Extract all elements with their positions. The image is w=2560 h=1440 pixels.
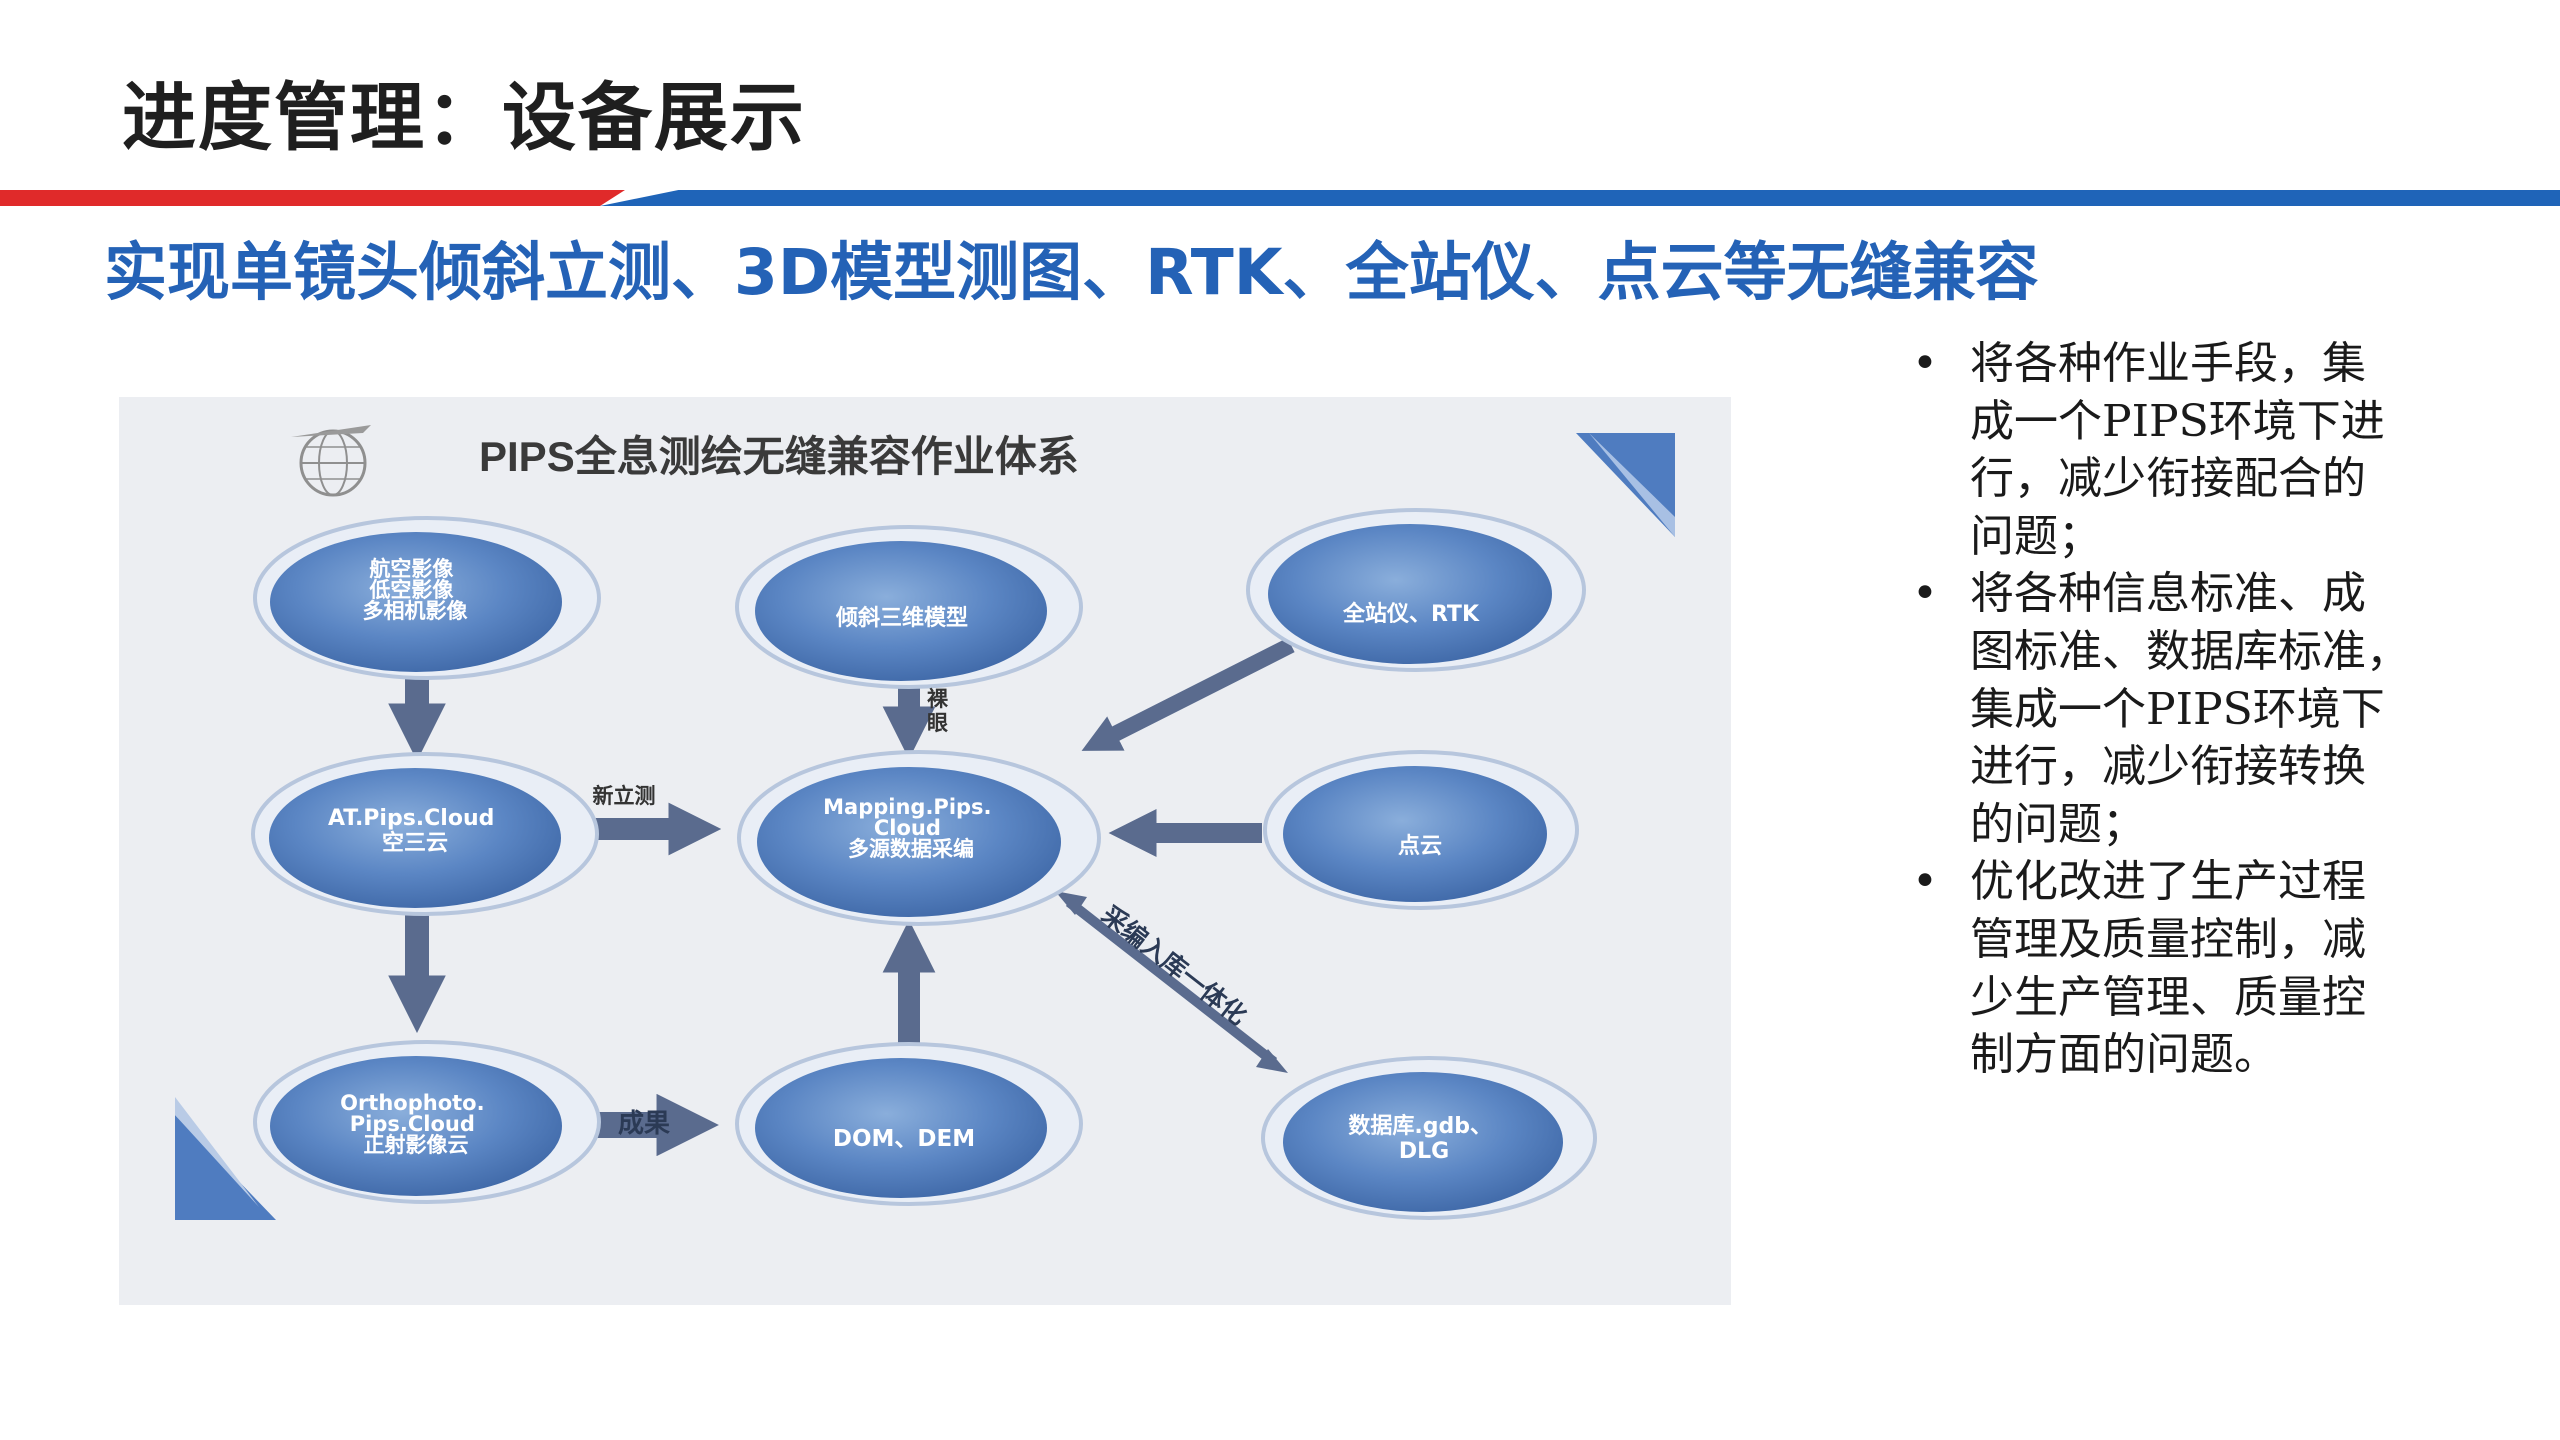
svg-text:Mapping.Pips. Cloud: Mapping.Pips. Cloud 多源数据采编: [823, 795, 999, 861]
node-ortho-line3: 正射影像云: [364, 1133, 469, 1157]
page-subtitle: 实现单镜头倾斜立测、3D模型测图、RTK、全站仪、点云等无缝兼容: [104, 236, 2039, 309]
node-dom-dem: DOM、DEM: [735, 1042, 1083, 1206]
node-database-line2: DLG: [1399, 1139, 1449, 1164]
arrow-station-to-mapping: [1081, 637, 1295, 751]
bullet-item: • 将各种信息标准、成 图标准、数据库标准， 集成一个PIPS环境下 进行，减少…: [1900, 565, 2460, 853]
header-divider-blue: [600, 190, 2560, 206]
node-mapping-pips-cloud: Mapping.Pips. Cloud 多源数据采编: [737, 750, 1101, 926]
diagram-title: PIPS全息测绘无缝兼容作业体系: [479, 433, 1079, 480]
bullet-line: 管理及质量控制，减: [1970, 913, 2366, 965]
label-naked-eye-1: 裸: [927, 687, 949, 711]
bullet-item: • 将各种作业手段，集 成一个PIPS环境下进 行，减少衔接配合的 问题；: [1900, 335, 2460, 565]
node-domdem-label: DOM、DEM: [833, 1126, 975, 1152]
svg-text:Orthophoto. Pips.Cloud: Orthophoto. Pips.Cloud 正射影像云: [340, 1091, 492, 1157]
node-database-dlg: 数据库.gdb、 DLG: [1261, 1056, 1597, 1220]
bullet-line: 制方面的问题。: [1970, 1029, 2278, 1081]
node-aerial-imagery: 航空影像 低空影像 多相机影像: [253, 516, 601, 680]
bullet-line: 集成一个PIPS环境下: [1970, 683, 2385, 735]
node-mapping-line1: Mapping.Pips.: [823, 795, 991, 819]
node-orthophoto-cloud: Orthophoto. Pips.Cloud 正射影像云: [253, 1040, 601, 1204]
label-new-stereo: 新立测: [593, 784, 656, 808]
bullet-line: 图标准、数据库标准，: [1970, 625, 2410, 677]
bullet-line: 成一个PIPS环境下进: [1970, 395, 2385, 447]
node-aerial-line2: 低空影像: [368, 578, 454, 602]
bullet-line: 将各种信息标准、成: [1970, 568, 2366, 620]
globe-logo-icon: [291, 425, 371, 497]
node-mapping-line2: Cloud: [874, 816, 941, 840]
bullet-line: 少生产管理、质量控: [1970, 971, 2366, 1023]
header-divider: [0, 190, 2560, 206]
bullet-marker: •: [1912, 856, 1938, 908]
node-aerial-line1: 航空影像: [369, 557, 454, 581]
workflow-diagram: PIPS全息测绘无缝兼容作业体系 航空影像 低空影像 多相机影像: [119, 397, 1731, 1305]
bullet-line: 问题；: [1970, 510, 2102, 562]
node-total-station-rtk: 全站仪、RTK: [1246, 508, 1586, 672]
corner-triangle-top-right: [1576, 433, 1675, 537]
page-title: 进度管理：设备展示: [122, 75, 806, 161]
bullet-list: • 将各种作业手段，集 成一个PIPS环境下进 行，减少衔接配合的 问题； • …: [1900, 335, 2460, 1084]
node-oblique-3d-model: 倾斜三维模型: [735, 525, 1083, 689]
corner-triangle-top-right-light: [1589, 433, 1675, 537]
arrow-mapping-database-bidirectional: [1055, 891, 1288, 1073]
node-at-line2: 空三云: [382, 830, 448, 856]
svg-text:数据库.gdb、 DLG: 数据库.gdb、 DLG: [1348, 1113, 1499, 1164]
label-result: 成果: [618, 1109, 670, 1139]
node-station-label: 全站仪、RTK: [1342, 601, 1480, 627]
node-database-line1: 数据库.gdb、: [1348, 1113, 1492, 1139]
svg-text:AT.Pips.Cloud 空三云: AT.Pips.Cloud 空三云: [328, 806, 502, 856]
node-pointcloud-label: 点云: [1398, 833, 1442, 859]
bullet-marker: •: [1912, 568, 1938, 620]
bullet-line: 将各种作业手段，集: [1970, 338, 2366, 389]
label-naked-eye: 裸 眼: [927, 687, 955, 735]
svg-text:航空影像 低空影像 多相机影像: 航空影像 低空影像 多相机影像: [363, 557, 469, 623]
header-divider-red: [0, 190, 625, 206]
bullet-line: 行，减少衔接配合的: [1970, 453, 2366, 505]
node-oblique-label: 倾斜三维模型: [835, 605, 968, 631]
bullet-marker: •: [1912, 338, 1938, 389]
node-ortho-line1: Orthophoto.: [340, 1091, 484, 1115]
label-naked-eye-2: 眼: [927, 711, 948, 735]
bullet-item: • 优化改进了生产过程 管理及质量控制，减 少生产管理、质量控 制方面的问题。: [1900, 853, 2460, 1083]
node-point-cloud: 点云: [1263, 750, 1579, 910]
node-at-line1: AT.Pips.Cloud: [328, 806, 494, 831]
node-at-pips-cloud: AT.Pips.Cloud 空三云: [251, 752, 599, 916]
node-aerial-line3: 多相机影像: [363, 599, 469, 623]
corner-triangle-bottom-left-light: [175, 1097, 259, 1207]
node-mapping-line3: 多源数据采编: [848, 837, 974, 861]
node-ortho-line2: Pips.Cloud: [350, 1112, 475, 1136]
bullet-line: 进行，减少衔接转换: [1970, 741, 2366, 793]
bullet-line: 优化改进了生产过程: [1970, 856, 2366, 908]
bullet-line: 的问题；: [1970, 798, 2146, 850]
